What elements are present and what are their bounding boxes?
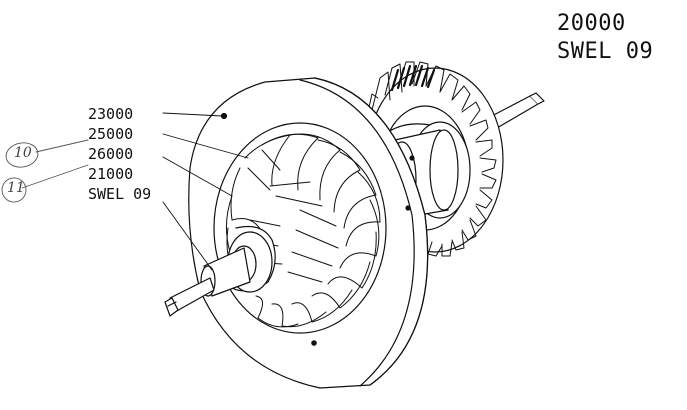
front-shaft <box>164 225 276 317</box>
title-block: 20000 SWEL 09 <box>557 10 677 66</box>
handwritten-mark: 10 <box>14 145 32 161</box>
assembly-name: SWEL 09 <box>557 39 654 64</box>
callout-label: 26000 <box>88 145 134 163</box>
callout-label: 21000 <box>88 165 134 183</box>
callout-label: SWEL 09 <box>88 185 152 203</box>
part-number: 20000 <box>557 11 626 36</box>
callout-label: 25000 <box>88 125 134 143</box>
callout-label: 23000 <box>88 105 134 123</box>
leader-lines <box>1 112 249 271</box>
flange-disk <box>188 77 429 389</box>
handwritten-mark: 11 <box>7 180 25 196</box>
callout-list: 23000 25000 26000 21000 SWEL 09 <box>88 104 151 204</box>
